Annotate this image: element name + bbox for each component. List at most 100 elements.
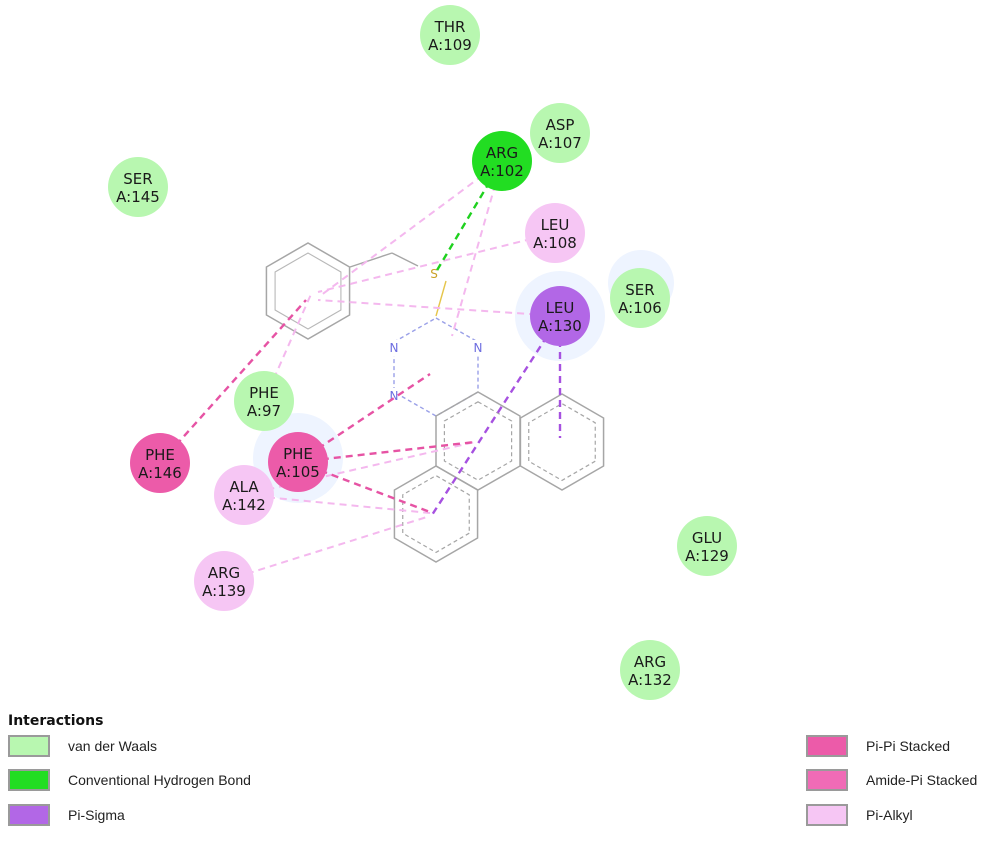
residue-name: THR [434, 18, 466, 36]
residue-number: A:139 [202, 582, 246, 600]
sulfur-atom-label: S [430, 267, 438, 281]
ch2-s-bond [391, 252, 419, 267]
residue-disc [472, 131, 532, 191]
residue-name: ARG [486, 144, 518, 162]
fused-ring-center [435, 391, 521, 491]
legend-label: van der Waals [68, 738, 157, 754]
interaction-line-phe146-pi-pi-stacked [159, 299, 307, 464]
residue-disc [194, 551, 254, 611]
residue-number: A:145 [116, 188, 160, 206]
residue-disc [620, 640, 680, 700]
residue-name: SER [123, 170, 152, 188]
residue-number: A:142 [222, 496, 266, 514]
residue-name: ASP [546, 116, 575, 134]
residue-name: GLU [692, 529, 722, 547]
fused-ring-center-aromatic [443, 401, 513, 481]
benzyl-ch2-bond [349, 252, 393, 268]
residue-disc [677, 516, 737, 576]
residue-number: A:102 [480, 162, 524, 180]
legend-swatch [8, 735, 50, 757]
interaction-line-leu108-pi-alkyl [317, 232, 556, 293]
residue-number: A:132 [628, 671, 672, 689]
interaction-line-arg102-conventional-hydrogen-bond [434, 160, 504, 273]
residue-number: A:107 [538, 134, 582, 152]
interaction-line-arg102-pi-alkyl [319, 160, 503, 297]
fused-ring-bottom-aromatic [402, 474, 470, 554]
ligand-structure: S N N N [265, 242, 605, 563]
legend-label: Pi-Alkyl [866, 807, 913, 823]
legend-swatch [806, 804, 848, 826]
residue-disc [530, 103, 590, 163]
residue-nodes: THRA:109ASPA:107ARGA:102SERA:145LEUA:108… [108, 5, 737, 700]
triazine-ring [393, 317, 479, 417]
interaction-line-phe97-pi-alkyl [263, 291, 313, 402]
nitrogen-bg [471, 340, 485, 356]
legend-item-conventional-hydrogen-bond: Conventional Hydrogen Bond [8, 766, 251, 794]
legend-label: Conventional Hydrogen Bond [68, 772, 251, 788]
residue-number: A:109 [428, 36, 472, 54]
residue-disc [525, 203, 585, 263]
legend-swatch [8, 804, 50, 826]
residue-disc [268, 432, 328, 492]
benzyl-ring [265, 242, 351, 340]
residue-disc [214, 465, 274, 525]
residue-number: A:146 [138, 464, 182, 482]
residue-disc [530, 286, 590, 346]
benzyl-ring-inner [274, 252, 342, 330]
fused-ring-bottom [393, 465, 479, 563]
fused-ring-right [519, 393, 605, 491]
residue-name: LEU [541, 216, 570, 234]
residue-disc [420, 5, 480, 65]
legend-item-pi-sigma: Pi-Sigma [8, 801, 125, 829]
residue-name: ALA [229, 478, 259, 496]
nitrogen-bg [387, 340, 401, 356]
interaction-lines [159, 160, 562, 582]
residue-number: A:130 [538, 317, 582, 335]
legend-label: Amide-Pi Stacked [866, 772, 978, 788]
interaction-line-arg139-pi-alkyl [223, 515, 431, 582]
residue-number: A:129 [685, 547, 729, 565]
residue-number: A:108 [533, 234, 577, 252]
residue-name: PHE [283, 445, 313, 463]
residue-number: A:105 [276, 463, 320, 481]
residue-name: ARG [634, 653, 666, 671]
legend-swatch [806, 769, 848, 791]
nitrogen-atom-label-3: N [390, 389, 399, 403]
residue-number: A:106 [618, 299, 662, 317]
s-c-bond [435, 280, 447, 317]
legend-label: Pi-Sigma [68, 807, 125, 823]
legend-item-amide-pi-stacked: Amide-Pi Stacked [806, 766, 977, 794]
residue-name: ARG [208, 564, 240, 582]
nitrogen-atom-label-1: N [390, 341, 399, 355]
residue-number: A:97 [247, 402, 281, 420]
nitrogen-atom-label-2: N [474, 341, 483, 355]
residue-name: PHE [145, 446, 175, 464]
residue-disc [130, 433, 190, 493]
residue-name: LEU [546, 299, 575, 317]
sulfur-bg [426, 266, 444, 282]
fused-ring-right-aromatic [528, 402, 596, 482]
interaction-line-arg102-pi-alkyl [451, 160, 503, 337]
interaction-line-leu130-pi-alkyl [317, 299, 561, 317]
residue-name: PHE [249, 384, 279, 402]
residue-disc [610, 268, 670, 328]
legend-item-pi-pi-stacked: Pi-Pi Stacked [806, 732, 950, 760]
interaction-line-leu130-pi-sigma [430, 315, 562, 516]
residue-disc [234, 371, 294, 431]
legend-item-pi-alkyl: Pi-Alkyl [806, 801, 913, 829]
